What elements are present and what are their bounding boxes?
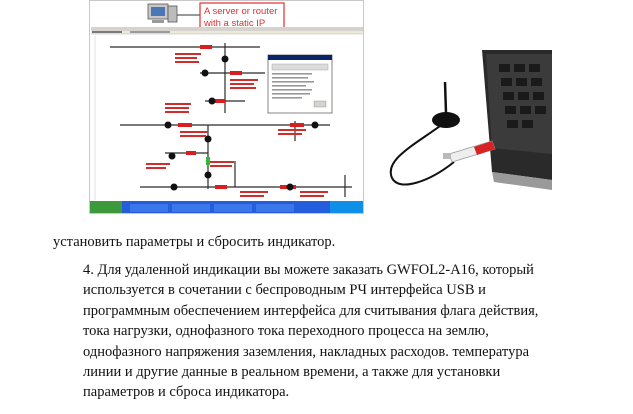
ok-segment xyxy=(206,157,210,165)
software-map-illustration: A server or router with a static IP xyxy=(90,1,363,213)
software-map-figure: A server or router with a static IP xyxy=(89,0,364,214)
usb-dongle xyxy=(443,140,496,163)
usb-rf-photo xyxy=(374,50,552,218)
app-window xyxy=(91,27,363,200)
callout-line-2: with a static IP xyxy=(203,18,265,29)
telemetry-labels xyxy=(146,53,328,197)
callout-line-1: A server or router xyxy=(204,6,277,17)
list-item-4: 4. Для удаленной индикации вы можете зак… xyxy=(83,262,539,401)
popup-window xyxy=(267,54,333,114)
laptop xyxy=(482,50,552,190)
usb-rf-illustration xyxy=(374,50,552,218)
antenna xyxy=(389,81,460,186)
paragraph-end-text: установить параметры и сбросить индикато… xyxy=(53,234,336,250)
indicator-nodes xyxy=(164,55,319,191)
taskbar xyxy=(90,201,363,213)
computer-icon xyxy=(147,3,178,23)
server-callout: A server or router with a static IP xyxy=(199,2,285,31)
